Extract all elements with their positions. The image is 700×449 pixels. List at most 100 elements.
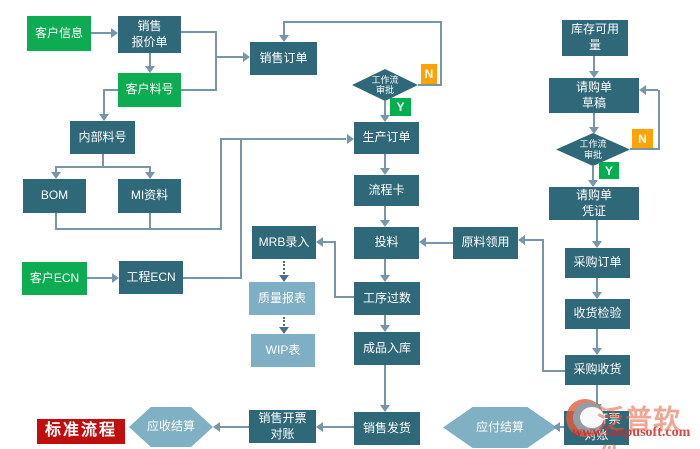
arrowhead xyxy=(279,327,289,334)
arrowhead xyxy=(316,237,323,247)
node-sales-invoice-recon: 销售开票 对账 xyxy=(249,410,316,443)
connector xyxy=(323,241,334,243)
node-mrb-entry: MRB录入 xyxy=(252,226,316,259)
connector xyxy=(593,113,595,127)
arrowhead xyxy=(380,405,390,412)
connector xyxy=(384,101,386,115)
node-mi-data: MI资料 xyxy=(118,179,181,213)
node-finished-goods-stockin: 成品入库 xyxy=(354,332,420,365)
arrowhead xyxy=(279,35,289,42)
arrowhead xyxy=(145,66,155,73)
connector xyxy=(596,220,598,241)
node-internal-part-no: 内部料号 xyxy=(70,121,135,154)
connector xyxy=(103,89,105,114)
node-engineering-ecn: 工程ECN xyxy=(119,261,183,294)
node-requisition-draft: 请购单 草稿 xyxy=(549,78,639,113)
connector-dotted xyxy=(283,317,285,329)
node-bom: BOM xyxy=(23,179,86,213)
node-sales-order: 销售订单 xyxy=(250,42,317,75)
connector xyxy=(181,89,215,91)
connector xyxy=(220,138,222,230)
connector xyxy=(102,154,104,167)
connector xyxy=(384,365,386,405)
decision-yes-label: Y xyxy=(599,162,619,179)
connector xyxy=(55,166,57,173)
connector xyxy=(220,138,346,140)
arrowhead xyxy=(518,235,525,245)
node-receiving-inspection: 收货检验 xyxy=(565,299,630,329)
connector xyxy=(560,426,564,428)
node-wip-table: WIP表 xyxy=(251,334,315,367)
node-feeding: 投料 xyxy=(354,227,419,259)
node-customer-ecn: 客户ECN xyxy=(22,262,87,295)
connector xyxy=(334,296,354,298)
connector xyxy=(149,166,151,173)
node-ap-settlement: 应付结算 xyxy=(443,407,557,448)
decision-no-label: N xyxy=(632,129,653,148)
node-process-count: 工序过数 xyxy=(354,282,420,315)
connector xyxy=(593,56,595,71)
connector xyxy=(181,31,217,33)
arrowhead xyxy=(316,422,323,432)
arrowhead xyxy=(279,275,289,282)
arrowhead xyxy=(243,52,250,62)
node-sales-delivery: 销售发货 xyxy=(354,412,420,445)
node-production-order: 生产订单 xyxy=(354,122,419,154)
connector xyxy=(283,21,442,23)
connector xyxy=(592,166,594,180)
decision-workflow-approval-sales: 工作流 审批 xyxy=(352,69,418,101)
arrowhead xyxy=(112,273,119,283)
node-requisition-voucher: 请购单 凭证 xyxy=(549,187,639,220)
connector xyxy=(418,84,442,86)
node-customer-info: 客户信息 xyxy=(27,16,91,51)
connector xyxy=(334,241,336,298)
node-purchase-order: 采购订单 xyxy=(565,248,630,278)
connector xyxy=(384,206,386,220)
connector xyxy=(215,31,217,91)
connector xyxy=(55,166,151,168)
connector xyxy=(220,426,249,428)
connector xyxy=(440,21,442,86)
connector xyxy=(149,53,151,66)
arrowhead xyxy=(380,220,390,227)
arrowhead xyxy=(592,292,602,299)
connector xyxy=(87,277,112,279)
connector xyxy=(55,213,57,230)
connector xyxy=(149,213,151,230)
arrowhead xyxy=(213,422,220,432)
node-quality-report: 质量报表 xyxy=(249,282,315,315)
arrowhead xyxy=(111,28,118,38)
connector xyxy=(646,89,658,91)
connector xyxy=(542,239,544,371)
connector xyxy=(215,56,243,58)
arrowhead xyxy=(588,180,598,187)
connector xyxy=(183,277,242,279)
node-inventory-available: 库存可用 量 xyxy=(562,20,628,56)
decision-no-label: N xyxy=(421,64,437,84)
connector xyxy=(384,154,386,168)
connector xyxy=(283,21,285,35)
arrowhead xyxy=(639,85,646,95)
node-customer-part-no: 客户料号 xyxy=(118,73,181,107)
arrowhead xyxy=(380,168,390,175)
arrowhead xyxy=(380,115,390,122)
arrowhead xyxy=(589,127,599,134)
arrowhead xyxy=(99,114,109,121)
node-purchase-receiving: 采购收货 xyxy=(565,355,630,385)
arrowhead xyxy=(592,404,602,411)
arrowhead xyxy=(553,422,560,432)
connector xyxy=(323,426,354,428)
connector xyxy=(658,90,660,150)
connector xyxy=(426,242,453,244)
connector xyxy=(384,315,386,325)
arrowhead xyxy=(347,134,354,144)
standard-process-badge: 标准流程 xyxy=(37,419,125,444)
connector xyxy=(542,370,565,372)
node-ar-settlement: 应收结算 xyxy=(129,407,213,447)
connector xyxy=(596,385,598,404)
connector xyxy=(596,329,598,348)
connector xyxy=(596,278,598,292)
arrowhead xyxy=(592,348,602,355)
arrowhead xyxy=(380,325,390,332)
